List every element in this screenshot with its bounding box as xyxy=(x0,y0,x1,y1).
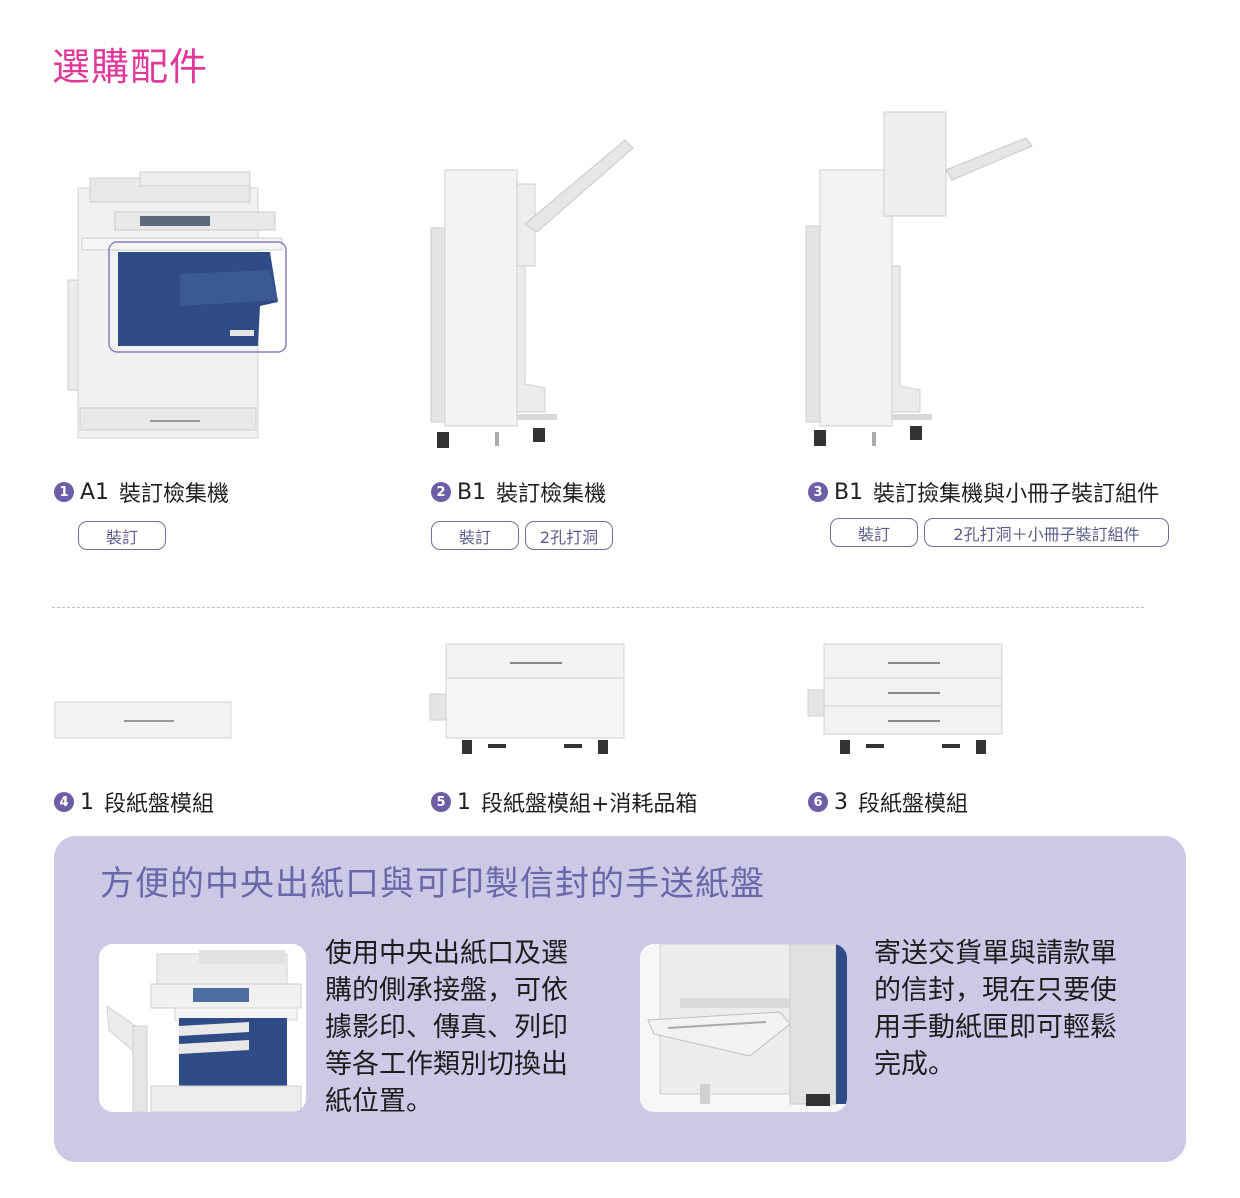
photo-center-tray xyxy=(99,944,306,1112)
text-line: 的信封，現在只要使 xyxy=(874,975,1117,1006)
product-code: B1 xyxy=(834,479,864,505)
product-image-1-tray xyxy=(54,700,232,740)
product-name: 裝訂檢集機 xyxy=(119,482,230,507)
feature-tag: 裝訂 xyxy=(78,521,166,550)
product-name: 段紙盤模組+消耗品箱 xyxy=(481,792,698,817)
product-code: 3 xyxy=(834,789,848,815)
product-image-b1-finisher xyxy=(425,132,637,454)
feature-tag: 裝訂 xyxy=(431,521,519,550)
feature-tags-3: 裝訂 2孔打洞＋小冊子裝訂組件 xyxy=(830,518,1169,547)
text-line: 用手動紙匣即可輕鬆 xyxy=(874,1012,1117,1043)
feature-tags-2: 裝訂 2孔打洞 xyxy=(431,521,613,550)
product-image-a1-finisher xyxy=(60,170,292,442)
product-image-3-tray xyxy=(806,642,1004,758)
page-title: 選購配件 xyxy=(52,45,209,89)
panel-title: 方便的中央出紙口與可印製信封的手送紙盤 xyxy=(100,864,765,904)
number-badge: 4 xyxy=(54,792,74,812)
feature-tags-1: 裝訂 xyxy=(78,521,166,550)
text-line: 等各工作類別切換出 xyxy=(325,1049,568,1080)
product-image-1-tray-cabinet xyxy=(428,642,626,758)
text-line: 紙位置。 xyxy=(325,1086,433,1117)
product-caption-1: 1 A1 裝訂檢集機 xyxy=(54,476,229,508)
number-badge: 2 xyxy=(431,482,451,502)
product-name: 裝訂撿集機與小冊子裝訂組件 xyxy=(873,482,1160,507)
product-name: 裝訂檢集機 xyxy=(496,482,607,507)
text-line: 據影印、傳真、列印 xyxy=(325,1012,568,1043)
product-caption-2: 2 B1 裝訂檢集機 xyxy=(431,476,606,508)
center-tray-description: 使用中央出紙口及選 購的側承接盤，可依 據影印、傳真、列印 等各工作類別切換出 … xyxy=(325,935,568,1120)
product-caption-4: 4 1 段紙盤模組 xyxy=(54,786,214,818)
photo-bypass-tray xyxy=(640,944,847,1112)
text-line: 使用中央出紙口及選 xyxy=(325,938,568,969)
product-code: B1 xyxy=(457,479,487,505)
product-caption-5: 5 1 段紙盤模組+消耗品箱 xyxy=(431,786,697,818)
product-image-b1-booklet-finisher xyxy=(800,108,1040,452)
product-name: 段紙盤模組 xyxy=(104,792,215,817)
text-line: 寄送交貨單與請款單 xyxy=(874,938,1117,969)
product-name: 段紙盤模組 xyxy=(858,792,969,817)
text-line: 完成。 xyxy=(874,1049,955,1080)
number-badge: 6 xyxy=(808,792,828,812)
number-badge: 1 xyxy=(54,482,74,502)
number-badge: 5 xyxy=(431,792,451,812)
section-divider xyxy=(52,607,1144,608)
product-caption-3: 3 B1 裝訂撿集機與小冊子裝訂組件 xyxy=(808,476,1159,508)
feature-tag: 2孔打洞＋小冊子裝訂組件 xyxy=(924,518,1169,547)
product-code: 1 xyxy=(80,789,94,815)
bypass-tray-description: 寄送交貨單與請款單 的信封，現在只要使 用手動紙匣即可輕鬆 完成。 xyxy=(874,935,1117,1083)
feature-tag: 裝訂 xyxy=(830,518,918,547)
product-caption-6: 6 3 段紙盤模組 xyxy=(808,786,968,818)
text-line: 購的側承接盤，可依 xyxy=(325,975,568,1006)
product-code: 1 xyxy=(457,789,471,815)
feature-tag: 2孔打洞 xyxy=(525,521,613,550)
product-code: A1 xyxy=(80,479,110,505)
number-badge: 3 xyxy=(808,482,828,502)
